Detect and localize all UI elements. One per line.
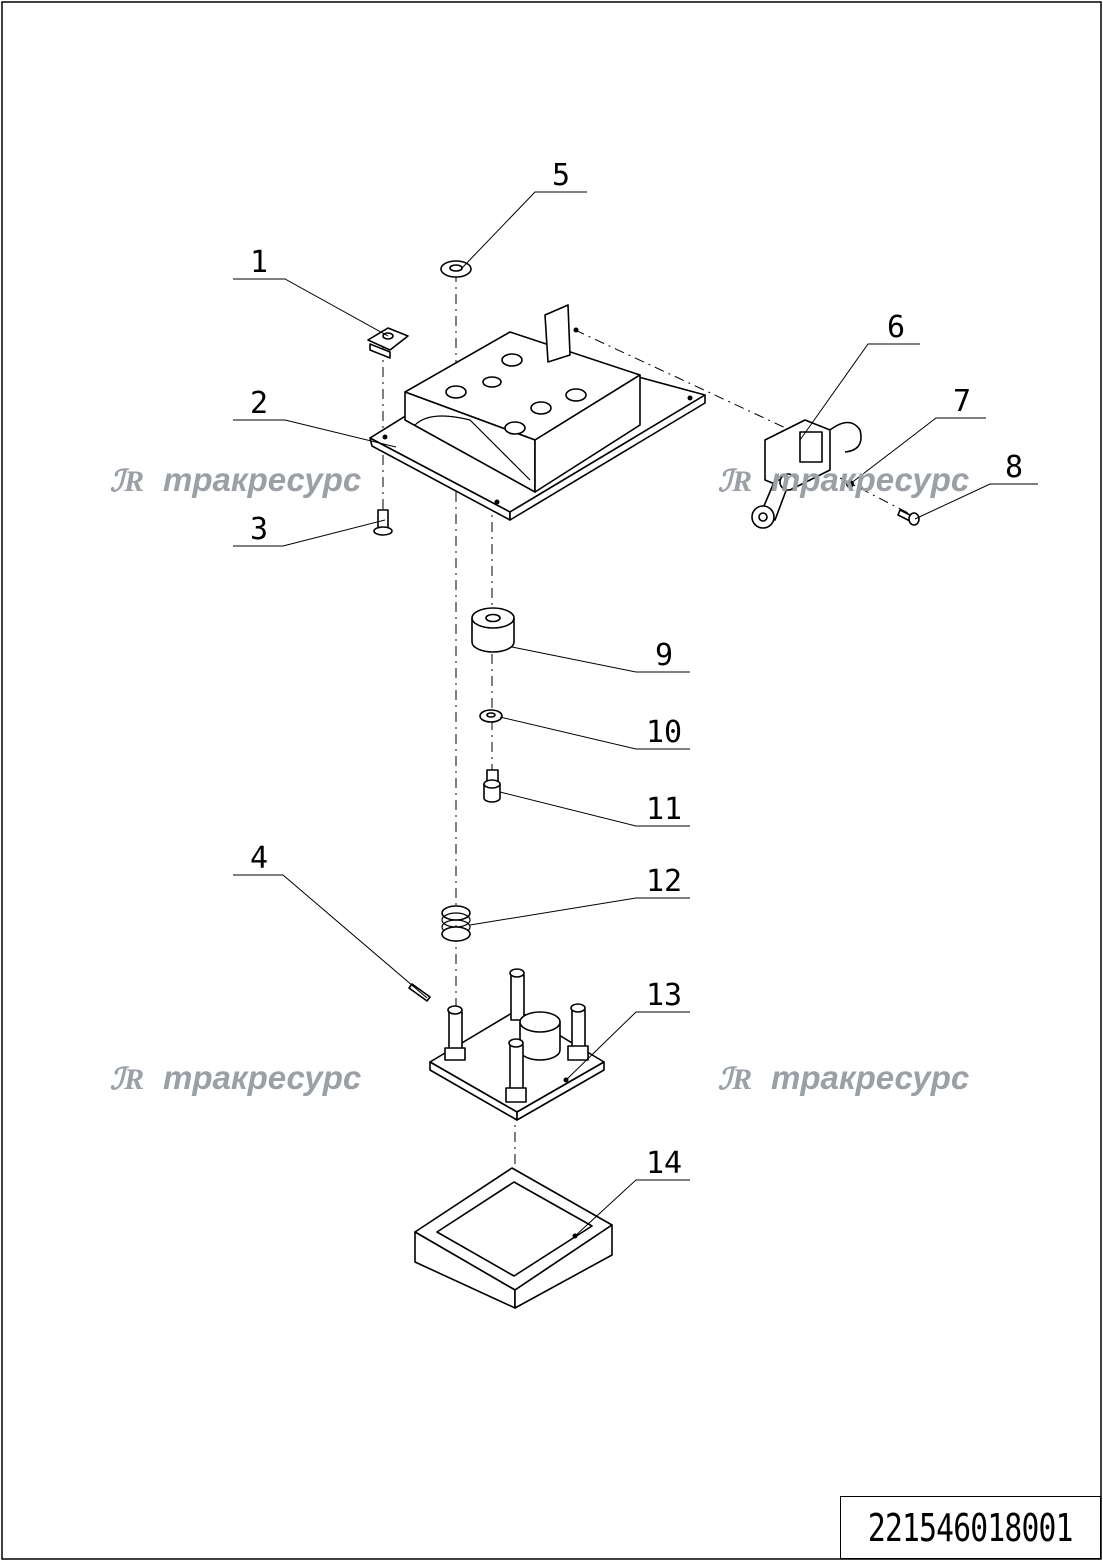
part-8-screw (897, 509, 920, 526)
callout-label: 10 (646, 715, 682, 750)
callout-label: 14 (646, 1146, 682, 1181)
watermark-logo: ℐR (110, 465, 144, 498)
part-13-base-plate (429, 968, 605, 1121)
callout-label: 2 (250, 386, 268, 421)
callout-label: 1 (250, 245, 268, 280)
callout-label: 12 (646, 864, 682, 899)
watermark-top-right: ℐR тракресурс (718, 461, 969, 498)
callout-labels: 1 2 3 4 5 6 7 8 9 10 11 12 13 14 (250, 158, 1023, 1181)
drawing-number-box: 221546018001 (840, 1496, 1101, 1559)
watermark-text: тракресурс (163, 1059, 361, 1096)
callout-label: 6 (887, 310, 905, 345)
watermark-text: тракресурс (771, 461, 969, 498)
callout-label: 8 (1005, 450, 1023, 485)
watermark-bottom-left: ℐR тракресурс (110, 1059, 361, 1096)
callout-label: 3 (250, 512, 268, 547)
part-9-spacer (471, 607, 515, 653)
callout-label: 5 (552, 158, 570, 193)
part-10-washer (479, 709, 503, 723)
assembly-axes (382, 272, 919, 1240)
callout-label: 9 (655, 638, 673, 673)
callout-label: 11 (646, 792, 682, 827)
part-14-frame-ring (414, 1167, 613, 1309)
callout-label: 4 (250, 841, 268, 876)
part-1-clip-nut (367, 327, 409, 359)
watermark-text: тракресурс (771, 1059, 969, 1096)
watermark-top-left: ℐR тракресурс (110, 461, 361, 498)
callout-label: 13 (646, 978, 682, 1013)
part-4-cotter-pin (408, 983, 431, 1002)
watermark-logo: ℐR (110, 1063, 144, 1096)
part-5-washer (440, 260, 472, 278)
part-12-spring (441, 905, 471, 942)
watermark-logo: ℐR (718, 465, 752, 498)
watermark-logo: ℐR (718, 1063, 752, 1096)
part-11-bolt (483, 769, 501, 803)
watermark-bottom-right: ℐR тракресурс (718, 1059, 969, 1096)
watermark-text: тракресурс (163, 461, 361, 498)
part-6-latch (751, 419, 862, 529)
callout-leaders (233, 191, 1038, 1237)
callout-label: 7 (953, 384, 971, 419)
part-2-bracket-plate (369, 304, 706, 521)
drawing-number: 221546018001 (868, 1505, 1074, 1550)
